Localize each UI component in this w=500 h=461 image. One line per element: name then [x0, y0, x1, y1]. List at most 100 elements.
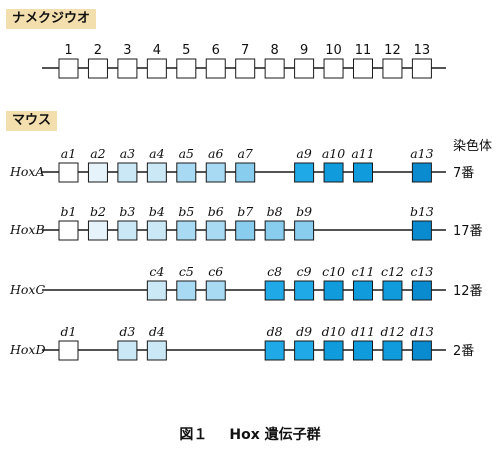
gene-label: c11: [352, 264, 375, 279]
cluster-name-label: HoxD: [9, 342, 46, 357]
gene-box: [117, 58, 138, 79]
gene-label: d12: [380, 324, 404, 339]
gene-box: [58, 162, 79, 183]
gene-label: b9: [296, 204, 312, 219]
gene-box: [411, 220, 432, 241]
gene-number-label: 11: [355, 43, 372, 58]
gene-box: [411, 340, 432, 361]
amphioxus-section-label: ナメクジウオ: [6, 9, 97, 29]
chromosome-number-label: 2番: [453, 344, 474, 359]
hox-cluster-row: HoxC c4 c5 c6 c8 c9 c10 c11 c12 c13 12番: [9, 264, 483, 301]
hox-cluster-row: HoxD d1 d3 d4 d8 d9 d10 d11 d12 d13 2番: [9, 324, 474, 361]
gene-box: [294, 340, 315, 361]
gene-box: [294, 162, 315, 183]
gene-label: a5: [179, 146, 194, 161]
chromosome-number-label: 12番: [453, 284, 483, 299]
gene-box: [264, 340, 285, 361]
gene-label: b7: [237, 204, 253, 219]
gene-label: b5: [178, 204, 194, 219]
gene-label: b13: [410, 204, 434, 219]
gene-box: [382, 280, 403, 301]
gene-label: a9: [296, 146, 311, 161]
gene-number-label: 9: [300, 43, 308, 58]
gene-box: [294, 58, 315, 79]
gene-label: c13: [410, 264, 433, 279]
gene-box: [146, 220, 167, 241]
gene-box: [205, 280, 226, 301]
gene-label: a11: [351, 146, 374, 161]
gene-box: [58, 340, 79, 361]
gene-box: [117, 340, 138, 361]
gene-number-label: 3: [123, 43, 131, 58]
figure-title: Hox 遺伝子群: [229, 427, 321, 443]
gene-box: [264, 280, 285, 301]
gene-box: [411, 58, 432, 79]
chromosome-number-label: 7番: [453, 166, 474, 181]
gene-label: c5: [179, 264, 194, 279]
gene-label: d1: [61, 324, 77, 339]
gene-label: b3: [119, 204, 135, 219]
gene-box: [294, 220, 315, 241]
cluster-name-label: HoxC: [9, 282, 45, 297]
gene-label: a3: [120, 146, 135, 161]
gene-number-label: 10: [325, 43, 342, 58]
gene-box: [146, 280, 167, 301]
gene-label: d10: [322, 324, 346, 339]
gene-box: [176, 280, 197, 301]
gene-label: a4: [149, 146, 164, 161]
gene-label: d3: [119, 324, 135, 339]
gene-box: [323, 280, 344, 301]
gene-box: [353, 162, 373, 183]
chromosome-header: 染色体: [453, 138, 492, 154]
gene-label: c12: [381, 264, 404, 279]
mouse-section-label: マウス: [6, 111, 58, 131]
gene-box: [264, 220, 285, 241]
gene-number-label: 8: [271, 43, 279, 58]
gene-label: c9: [297, 264, 312, 279]
gene-label: c6: [208, 264, 223, 279]
gene-label: a2: [90, 146, 105, 161]
gene-label: b4: [149, 204, 165, 219]
cluster-name-label: HoxA: [9, 164, 45, 179]
gene-number-label: 12: [384, 43, 401, 58]
gene-box: [146, 162, 167, 183]
gene-label: d4: [149, 324, 165, 339]
gene-label: d13: [410, 324, 434, 339]
gene-label: c8: [267, 264, 282, 279]
gene-label: a10: [322, 146, 345, 161]
gene-label: d9: [296, 324, 312, 339]
gene-box: [353, 280, 373, 301]
gene-box: [323, 340, 344, 361]
gene-box: [264, 58, 285, 79]
gene-box: [87, 220, 108, 241]
gene-box: [87, 162, 108, 183]
gene-box: [235, 162, 256, 183]
gene-number-label: 5: [182, 43, 190, 58]
gene-box: [235, 220, 256, 241]
gene-box: [205, 162, 226, 183]
gene-label: d11: [351, 324, 375, 339]
gene-label: d8: [267, 324, 283, 339]
gene-box: [323, 58, 344, 79]
cluster-name-label: HoxB: [9, 222, 45, 237]
gene-box: [117, 162, 138, 183]
gene-box: [382, 340, 403, 361]
gene-box: [235, 58, 256, 79]
gene-label: b8: [267, 204, 283, 219]
gene-box: [58, 58, 79, 79]
gene-box: [205, 220, 226, 241]
gene-number-label: 2: [94, 43, 102, 58]
gene-box: [353, 58, 373, 79]
gene-label: c4: [149, 264, 164, 279]
gene-label: c10: [322, 264, 345, 279]
gene-box: [411, 162, 432, 183]
gene-number-label: 13: [414, 43, 431, 58]
gene-box: [117, 220, 138, 241]
gene-box: [205, 58, 226, 79]
gene-box: [382, 58, 403, 79]
gene-label: b6: [208, 204, 224, 219]
